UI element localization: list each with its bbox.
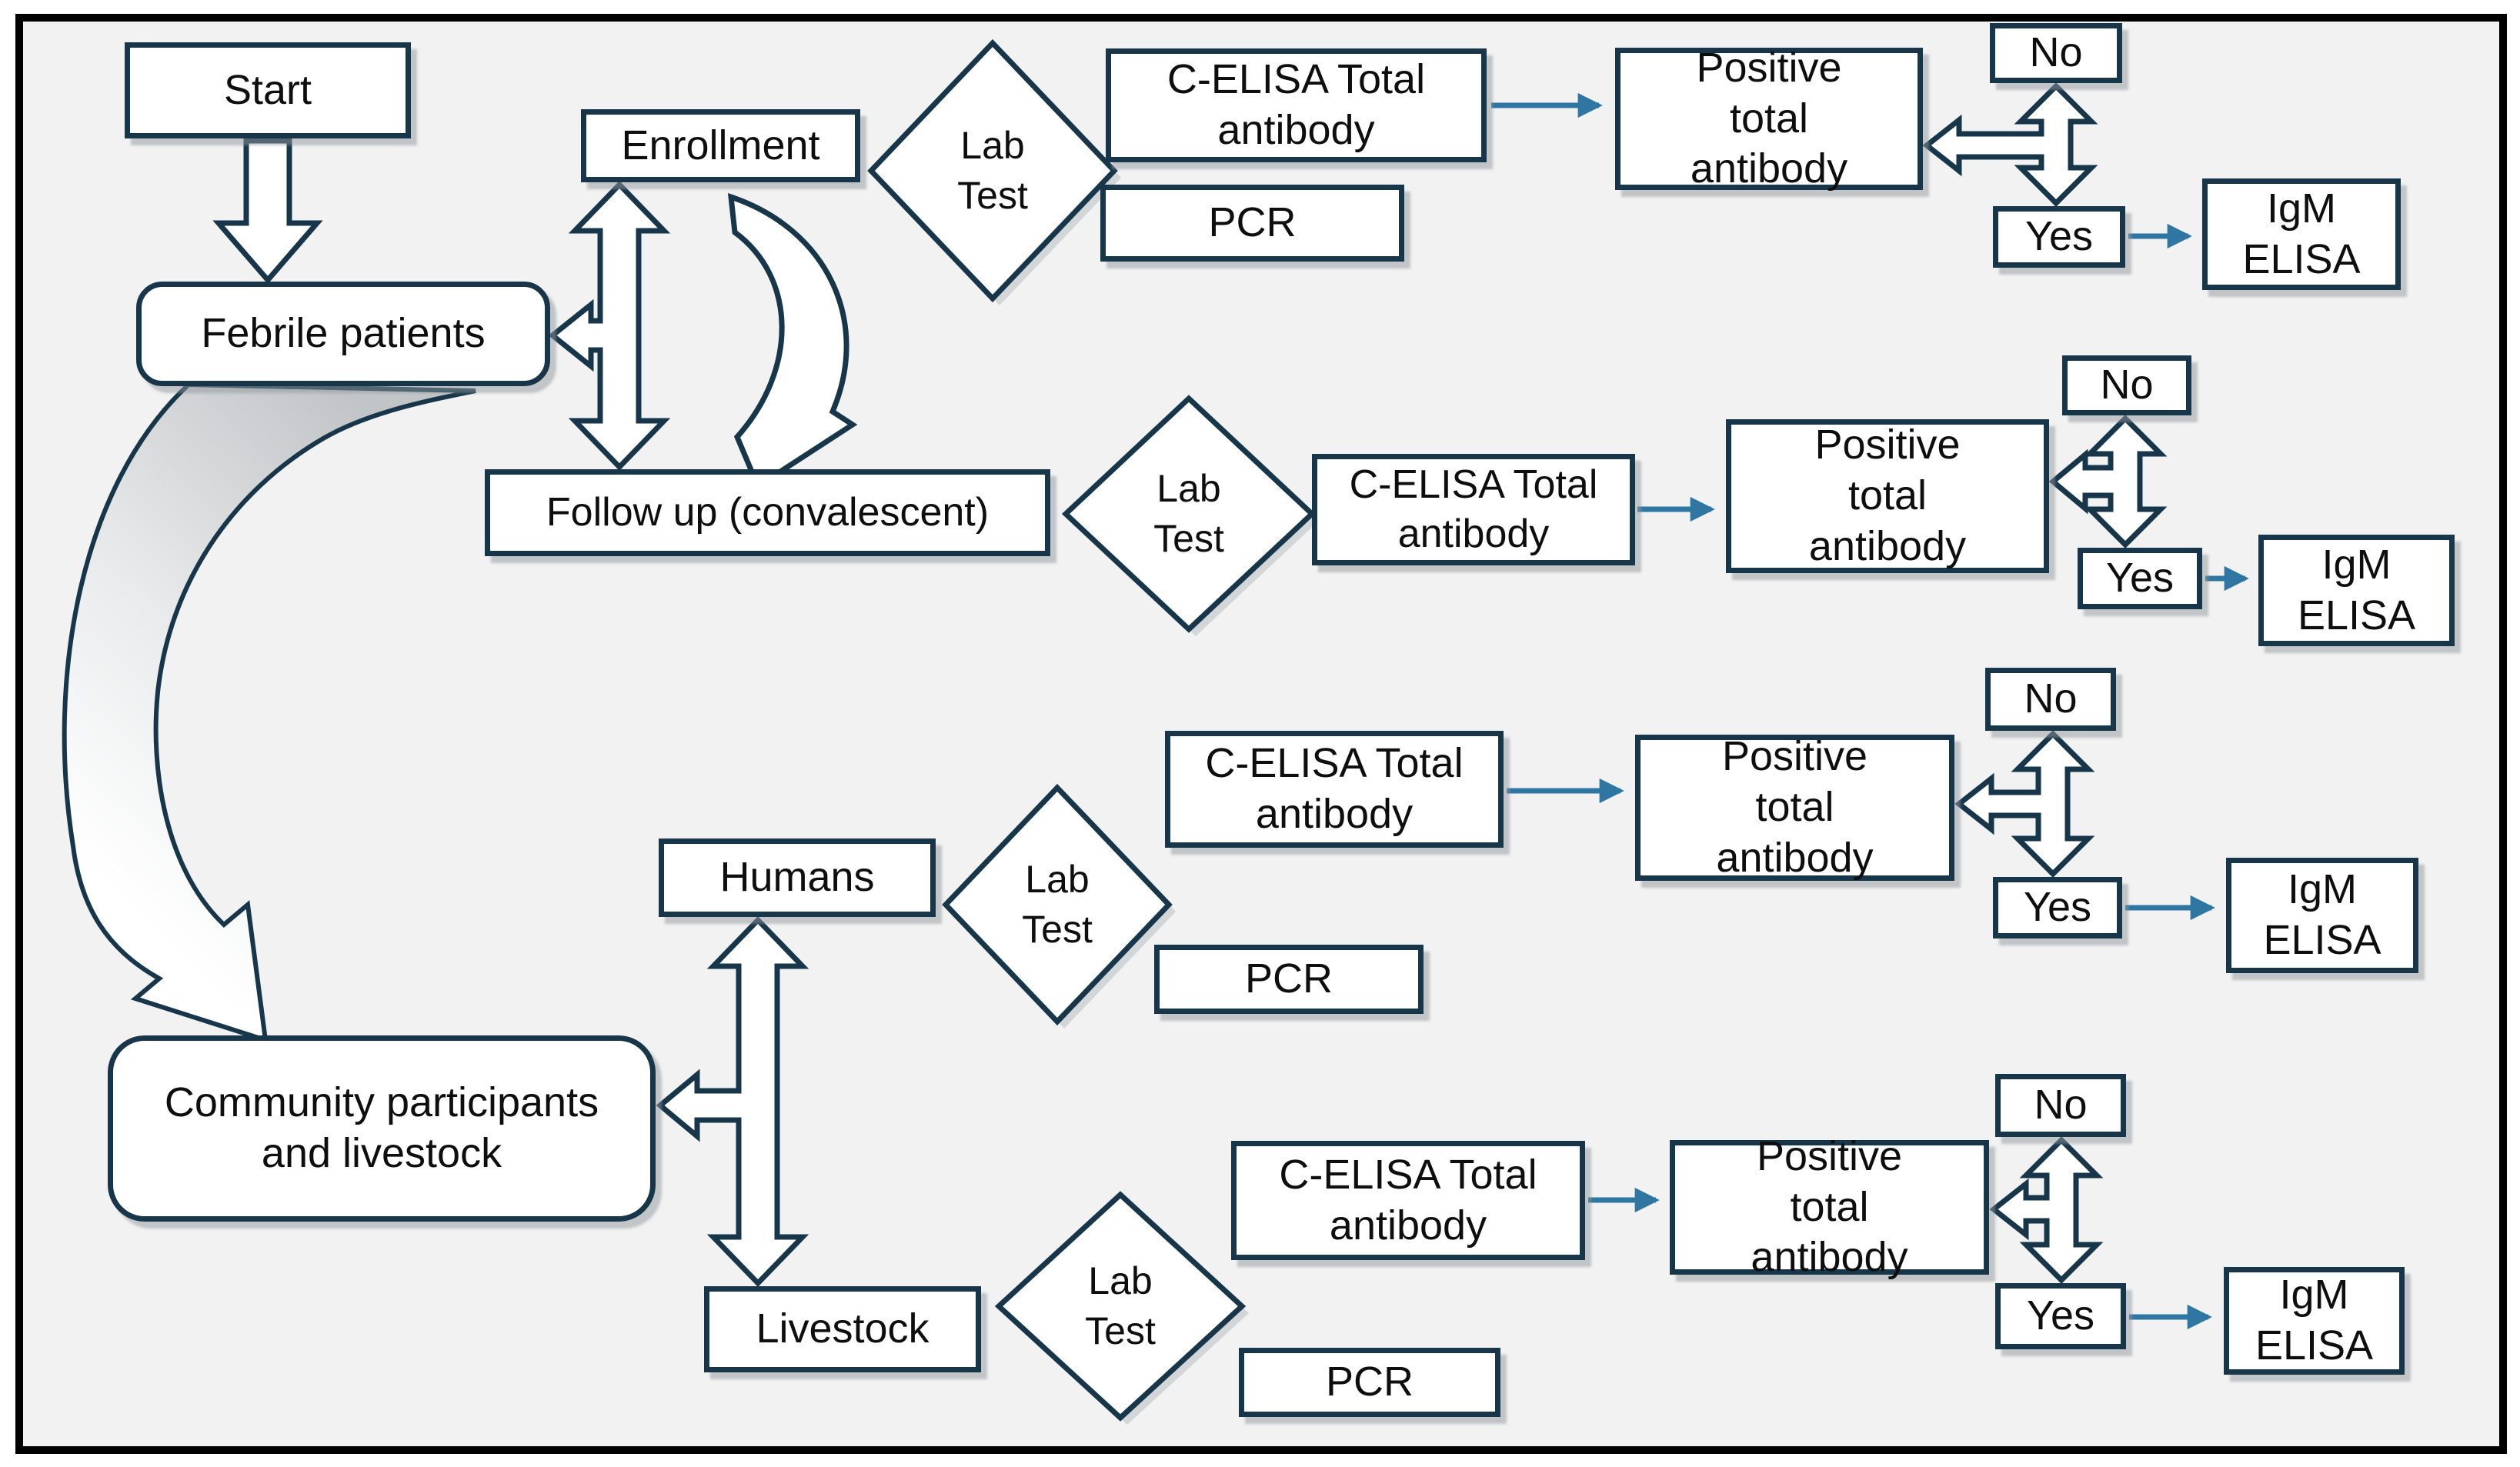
node-yes-humans: Yes xyxy=(1993,877,2122,939)
node-yes-livestock: Yes xyxy=(1995,1283,2126,1349)
double-arrow-no-yes-row1 xyxy=(1922,82,2098,207)
node-igm-enrollment: IgM ELISA xyxy=(2202,178,2401,290)
node-positive-humans: Positive total antibody xyxy=(1635,733,1954,881)
curved-arrow-enrollment-to-followup xyxy=(727,192,858,491)
lab-test-diamond-3 xyxy=(942,783,1173,1026)
double-arrow-humans-livestock-community xyxy=(656,915,809,1288)
node-pcr-humans: PCR xyxy=(1154,945,1424,1014)
node-start: Start xyxy=(125,42,411,138)
lab-test-label-3: Lab Test xyxy=(1022,858,1093,951)
lab-test-diamond-2 xyxy=(1061,395,1317,633)
lab-test-label-4: Lab Test xyxy=(1085,1259,1156,1352)
node-pcr-enrollment: PCR xyxy=(1100,185,1404,262)
node-celisa-humans: C-ELISA Total antibody xyxy=(1165,731,1504,848)
node-enrollment: Enrollment xyxy=(581,109,860,182)
node-igm-humans: IgM ELISA xyxy=(2226,858,2418,973)
node-follow-up: Follow up (convalescent) xyxy=(485,469,1050,556)
node-pcr-livestock: PCR xyxy=(1239,1348,1500,1417)
node-no-enrollment: No xyxy=(1990,23,2122,83)
double-arrow-no-yes-row4 xyxy=(1989,1136,2104,1284)
node-yes-follow-up: Yes xyxy=(2078,548,2202,609)
node-livestock: Livestock xyxy=(704,1286,981,1372)
node-febrile-patients: Febrile patients xyxy=(136,282,550,386)
lab-test-diamond-4 xyxy=(994,1191,1247,1422)
node-positive-enrollment: Positive total antibody xyxy=(1615,45,1923,192)
node-community: Community participants and livestock xyxy=(108,1035,656,1222)
node-no-humans: No xyxy=(1985,668,2116,731)
node-celisa-livestock: C-ELISA Total antibody xyxy=(1231,1141,1585,1260)
lab-test-diamond-1 xyxy=(867,38,1118,303)
node-positive-livestock: Positive total antibody xyxy=(1670,1133,1989,1280)
node-yes-enrollment: Yes xyxy=(1993,206,2125,268)
node-igm-follow-up: IgM ELISA xyxy=(2258,535,2455,646)
double-arrow-no-yes-row2 xyxy=(2048,415,2168,548)
double-arrow-enrollment-followup-febrile xyxy=(548,180,671,472)
node-positive-follow-up: Positive total antibody xyxy=(1726,419,2049,573)
curved-arrow-febrile-to-community xyxy=(62,382,476,1044)
double-arrow-no-yes-row3 xyxy=(1954,730,2095,878)
node-no-livestock: No xyxy=(1995,1074,2126,1137)
node-celisa-enrollment: C-ELISA Total antibody xyxy=(1106,48,1487,162)
block-arrow-start-to-febrile xyxy=(212,138,323,285)
node-igm-livestock: IgM ELISA xyxy=(2224,1267,2405,1375)
node-celisa-follow-up: C-ELISA Total antibody xyxy=(1312,454,1635,565)
lab-test-label-1: Lab Test xyxy=(957,124,1028,217)
node-humans: Humans xyxy=(659,839,936,917)
node-no-follow-up: No xyxy=(2062,355,2191,415)
lab-test-label-2: Lab Test xyxy=(1153,467,1224,560)
